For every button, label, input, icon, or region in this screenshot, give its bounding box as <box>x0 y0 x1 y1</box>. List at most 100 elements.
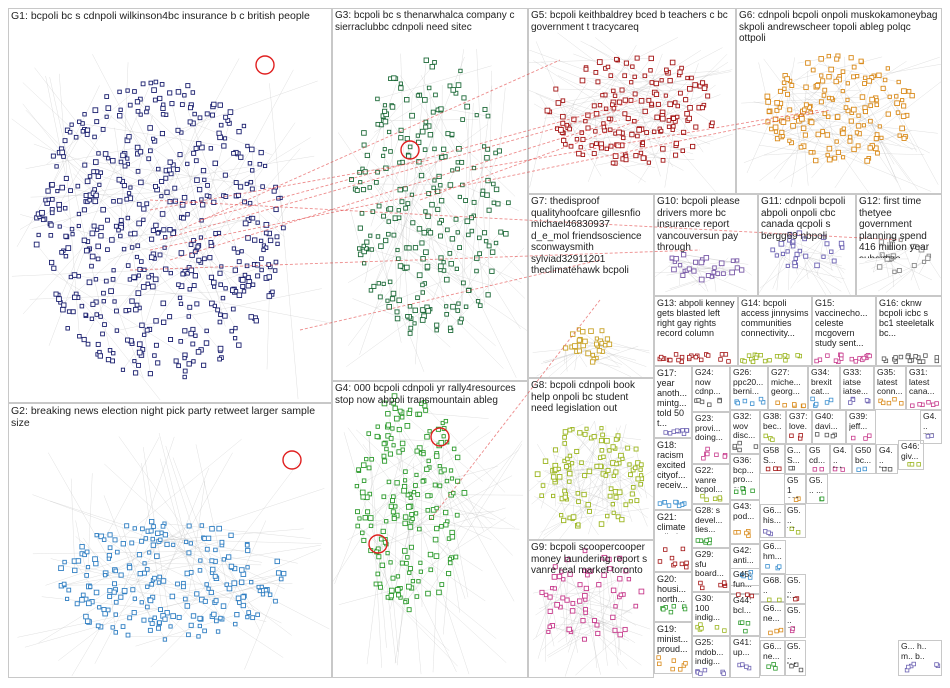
graph-node <box>105 607 111 613</box>
graph-node <box>456 301 461 306</box>
edge <box>576 351 588 368</box>
graph-node <box>705 273 711 278</box>
graph-node <box>677 263 683 268</box>
graph-node <box>416 272 423 279</box>
graph-node <box>365 509 371 515</box>
edge <box>625 53 663 155</box>
group-box-gx3 <box>760 504 786 538</box>
graph-node <box>793 256 798 261</box>
edge <box>400 410 489 419</box>
graph-node <box>188 267 195 274</box>
graph-node <box>773 666 778 671</box>
graph-node <box>361 478 367 483</box>
graph-node <box>863 436 868 441</box>
graph-node <box>657 559 663 564</box>
graph-node <box>65 245 72 251</box>
edge <box>164 198 216 306</box>
graph-node <box>114 328 120 333</box>
graph-node <box>616 129 622 136</box>
graph-node <box>118 594 124 600</box>
group-box-g8 <box>528 378 654 540</box>
graph-node <box>698 622 703 627</box>
graph-node <box>396 426 402 433</box>
graph-node <box>275 570 282 576</box>
group-box-g37 <box>786 410 812 444</box>
graph-node <box>874 102 880 108</box>
edge <box>927 258 941 279</box>
graph-node <box>230 306 236 312</box>
graph-node <box>740 662 745 667</box>
graph-node <box>910 403 915 408</box>
group-box-gx6 <box>760 640 786 676</box>
graph-node <box>384 519 389 524</box>
graph-node <box>107 545 113 551</box>
graph-node <box>222 172 228 178</box>
graph-node <box>679 65 684 71</box>
graph-node <box>464 218 471 225</box>
graph-node <box>769 126 774 132</box>
group-box-g30 <box>692 592 730 636</box>
graph-node <box>158 537 163 542</box>
edge <box>816 237 824 276</box>
graph-node <box>582 593 588 599</box>
graph-node <box>561 517 567 524</box>
graph-node <box>819 466 824 472</box>
graph-node <box>236 342 242 348</box>
graph-node <box>682 606 688 612</box>
graph-node <box>218 122 224 128</box>
graph-node <box>95 623 101 629</box>
edge <box>692 133 733 147</box>
graph-node <box>608 486 614 492</box>
graph-node <box>831 258 837 264</box>
graph-node <box>635 133 640 139</box>
graph-node <box>448 468 454 473</box>
graph-node <box>416 445 423 451</box>
graph-node <box>61 302 67 308</box>
graph-node <box>79 544 85 550</box>
graph-node <box>366 431 372 436</box>
graph-node <box>237 184 244 190</box>
graph-node <box>102 151 109 157</box>
graph-node <box>671 658 677 663</box>
graph-node <box>391 232 397 238</box>
graph-node <box>416 226 423 232</box>
graph-node <box>795 530 801 535</box>
graph-node <box>202 256 207 262</box>
graph-node <box>39 209 45 216</box>
graph-node <box>148 254 155 261</box>
graph-node <box>447 251 453 256</box>
graph-node <box>663 93 668 98</box>
graph-node <box>615 433 621 439</box>
group-box-g12 <box>856 194 942 296</box>
graph-node <box>381 281 386 286</box>
graph-node <box>127 615 133 621</box>
edge <box>48 452 110 559</box>
graph-node <box>242 220 249 227</box>
edge <box>187 480 206 606</box>
edge <box>797 55 838 64</box>
graph-node <box>261 247 266 253</box>
graph-node <box>137 571 143 577</box>
edge <box>559 463 620 540</box>
graph-node <box>758 353 763 358</box>
graph-node <box>789 83 795 88</box>
graph-node <box>833 358 839 363</box>
graph-node <box>539 493 544 499</box>
graph-node <box>701 85 708 91</box>
graph-node <box>113 630 118 635</box>
graph-node <box>683 661 688 666</box>
graph-node <box>898 354 904 360</box>
graph-node <box>182 328 188 334</box>
graph-node <box>553 86 559 92</box>
graph-node <box>36 232 41 238</box>
graph-node <box>140 526 145 532</box>
graph-node <box>601 454 606 460</box>
graph-node <box>449 236 456 242</box>
edge <box>529 110 548 188</box>
graph-node <box>850 106 857 113</box>
graph-node <box>202 628 207 634</box>
graph-node <box>176 363 181 369</box>
graph-node <box>145 281 150 286</box>
graph-node <box>636 127 642 133</box>
graph-node <box>474 268 479 274</box>
